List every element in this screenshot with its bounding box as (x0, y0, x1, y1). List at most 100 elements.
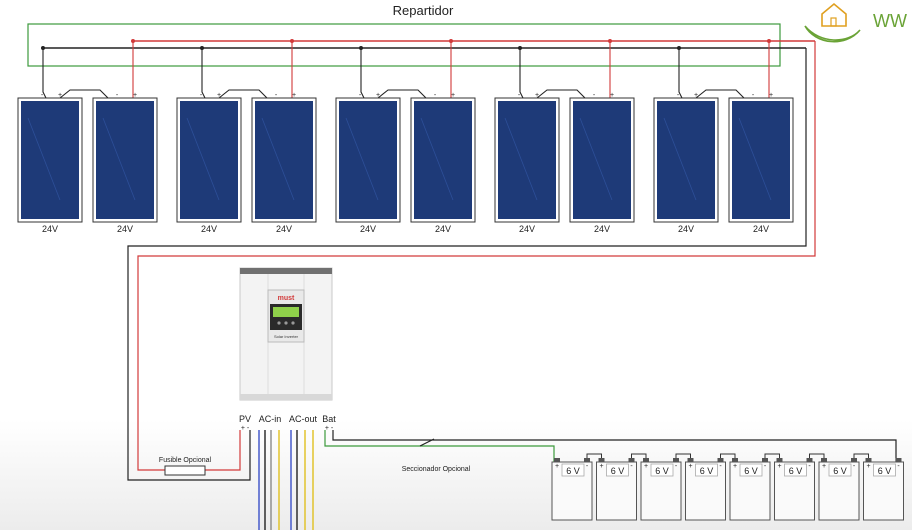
fuse-label: Fusible Opcional (159, 457, 212, 464)
panel-voltage-label: 24V (519, 224, 535, 234)
battery: 6 V+- (863, 458, 904, 521)
panel-minus: - (593, 92, 596, 99)
panel-voltage-label: 24V (201, 224, 217, 234)
disconnect-label: Seccionador Opcional (402, 466, 471, 473)
terminal-pv: PV (239, 414, 251, 424)
panel-minus: - (434, 92, 437, 99)
battery-link (586, 453, 602, 458)
battery-minus: - (808, 463, 811, 470)
battery-voltage-label: 6 V (611, 466, 625, 476)
battery-link (764, 453, 780, 458)
solar-panel: 24V - + (410, 92, 476, 234)
battery-minus: - (675, 463, 678, 470)
logo-text: WW (873, 11, 907, 31)
panel-voltage-label: 24V (360, 224, 376, 234)
battery-link (720, 453, 736, 458)
panel-plus: + (610, 92, 614, 99)
battery-voltage-label: 6 V (744, 466, 758, 476)
panel-pair: 24V-+24V-+ (176, 39, 317, 234)
panel-plus: + (451, 92, 455, 99)
panel-plus: + (769, 92, 773, 99)
battery-link (853, 453, 869, 458)
solar-panel: 24V - + (92, 92, 158, 234)
solar-panel: 24V - + (335, 92, 401, 234)
panel-plus: + (694, 92, 698, 99)
solar-panel: 24V-+ (176, 92, 242, 234)
battery-voltage-label: 6 V (655, 466, 669, 476)
battery-voltage-label: 6 V (566, 466, 580, 476)
house-leaf-logo (804, 2, 861, 43)
battery-voltage-label: 6 V (700, 466, 714, 476)
battery-negative-cable (332, 430, 897, 462)
battery-link (631, 453, 647, 458)
panel-pair: 24V-+24V-+ (653, 39, 794, 234)
panel-pair: 24V - +24V - + (335, 39, 476, 234)
panel-voltage-label: 24V (276, 224, 292, 234)
panel-voltage-label: 24V (678, 224, 694, 234)
battery: 6 V + - (596, 458, 637, 521)
fuse (164, 465, 206, 476)
panel-minus: - (116, 92, 119, 99)
pv-negative-cable (127, 48, 807, 481)
battery-plus: + (688, 463, 692, 470)
battery-voltage-label: 6 V (789, 466, 803, 476)
panel-voltage-label: 24V (117, 224, 133, 234)
panel-plus: + (133, 92, 137, 99)
battery-minus: - (630, 463, 633, 470)
battery-plus: + (599, 463, 603, 470)
lcd-screen (273, 307, 299, 317)
battery-link (809, 453, 825, 458)
inverter-subtitle: Solar Inverter (274, 334, 299, 339)
disconnect-switch (419, 438, 435, 447)
panel-voltage-label: 24V (435, 224, 451, 234)
battery-plus: + (644, 463, 648, 470)
panel-voltage-label: 24V (594, 224, 610, 234)
battery: 6 V + - (729, 458, 771, 521)
solar-panel: 24V - + (728, 92, 794, 234)
battery-plus: + (866, 463, 870, 470)
terminal-ac-in: AC-in (259, 414, 282, 424)
combiner-box (27, 23, 781, 67)
terminal-ac-out: AC-out (289, 414, 318, 424)
panel-plus: + (217, 92, 221, 99)
panel-voltage-label: 24V (753, 224, 769, 234)
panel-plus: + (535, 92, 539, 99)
battery-minus: - (764, 463, 767, 470)
battery: 6 V + - (551, 458, 593, 521)
terminal-bat: Bat (322, 414, 336, 424)
battery: 6 V + - (685, 458, 726, 521)
solar-panel: 24V-+ (653, 92, 719, 234)
pv-polarity: + - (241, 425, 250, 432)
pv-positive-cable (137, 41, 816, 471)
battery-minus: - (853, 463, 856, 470)
panel-pair: 24V - +24V - + (17, 39, 158, 234)
solar-panel: 24V - + (494, 92, 560, 234)
panel-minus: - (41, 92, 44, 99)
panel-minus: - (359, 92, 362, 99)
battery-plus: + (733, 463, 737, 470)
panel-voltage-label: 24V (42, 224, 58, 234)
battery-voltage-label: 6 V (878, 466, 892, 476)
battery-minus: - (719, 463, 722, 470)
battery-minus: - (586, 463, 589, 470)
battery-positive-cable (324, 430, 555, 462)
panel-plus: + (376, 92, 380, 99)
panel-minus: - (275, 92, 278, 99)
inverter-brand: must (278, 295, 295, 302)
solar-panel: 24V - + (17, 92, 83, 234)
panel-pair: 24V - +24V - + (494, 39, 635, 234)
ac-cables (258, 430, 314, 530)
panel-minus: - (752, 92, 755, 99)
panel-plus: + (292, 92, 296, 99)
battery-bank: 6 V+-6 V+-6 V+-6 V+-6 V+-6 V+-6 V+-6 V+- (551, 453, 904, 521)
solar-panel: 24V - + (569, 92, 635, 234)
panel-plus: + (58, 92, 62, 99)
battery-plus: + (822, 463, 826, 470)
battery-voltage-label: 6 V (833, 466, 847, 476)
battery-plus: + (555, 463, 559, 470)
bat-polarity: + - (325, 425, 334, 432)
battery-plus: + (777, 463, 781, 470)
battery: 6 V + - (818, 458, 860, 521)
battery: 6 V + - (774, 458, 815, 521)
panel-minus: - (518, 92, 521, 99)
